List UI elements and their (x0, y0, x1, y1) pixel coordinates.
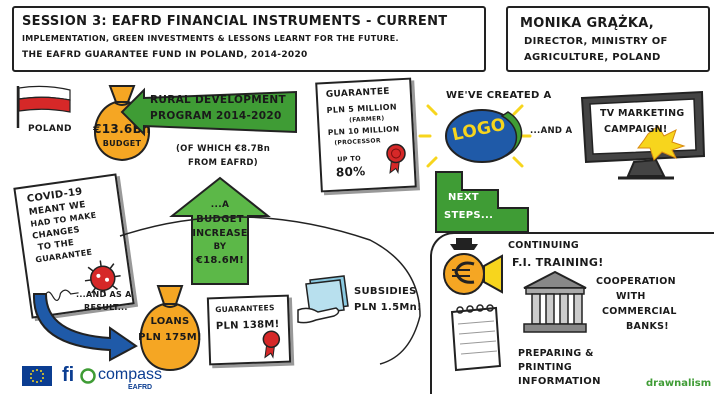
next-steps-line-2: STEPS... (444, 210, 494, 221)
budget-increase-arrow-icon (168, 176, 272, 290)
guarantee-document: GUARANTEE PLN 5 MILLION (FARMER) PLN 10 … (315, 77, 417, 193)
sparkle-burst-icon (418, 96, 532, 180)
speaker-role-2: AGRICULTURE, POLAND (524, 52, 661, 63)
fi-compass-compass: compass (98, 366, 163, 383)
virus-icon (80, 256, 126, 305)
as-result-line-2: RESULT... (84, 303, 128, 312)
covid-document: COVID-19 MEANT WE HAD TO MAKE CHANGES TO… (13, 173, 135, 319)
loans-amount: PLN 175M! (138, 332, 202, 343)
guarantee-farmer-label: (FARMER) (349, 115, 385, 124)
poland-label: POLAND (28, 124, 72, 134)
speaker-role-1: DIRECTOR, MINISTRY OF (524, 36, 668, 47)
rdp-line-2: PROGRAM 2014-2020 (150, 110, 282, 122)
guarantee-farmer-amount: PLN 5 MILLION (326, 102, 398, 116)
title-line-1: SESSION 3: EAFRD FINANCIAL INSTRUMENTS -… (22, 14, 448, 29)
eafrd-note-1: (OF WHICH €8.7Bn (176, 144, 271, 154)
fi-compass-sub: EAFRD (128, 384, 153, 391)
budget-arrow-line-2: BUDGET (196, 214, 244, 225)
printing-line-2: PRINTING (518, 362, 572, 373)
compass-circle-icon (80, 368, 96, 388)
title-box: SESSION 3: EAFRD FINANCIAL INSTRUMENTS -… (12, 6, 486, 72)
budget-arrow-line-5: €18.6M! (195, 255, 245, 266)
next-steps-line-1: NEXT (448, 192, 479, 203)
title-line-3: THE EAFRD GUARANTEE FUND IN POLAND, 2014… (22, 50, 308, 60)
printing-line-1: PREPARING & (518, 348, 594, 359)
guarantee-processor-label: (PROCESSOR (334, 137, 381, 147)
as-result-line-1: ...AND AS A (76, 290, 132, 299)
poland-flag-icon (14, 85, 74, 128)
training-line-2: F.I. TRAINING! (512, 256, 604, 269)
guarantees-seal-icon (260, 329, 283, 362)
guarantee-doc-title: GUARANTEE (325, 86, 390, 101)
tv-icon (578, 90, 708, 190)
loans-bag-icon (128, 282, 212, 376)
tv-line-2: CAMPAIGN! (604, 124, 668, 135)
trumpet-coin-icon (440, 238, 510, 302)
seal-icon (384, 142, 408, 177)
next-steps-shape-icon (432, 170, 532, 238)
signature-icon (41, 282, 81, 306)
budget-arrow-line-1: ...A (210, 200, 230, 210)
budget-arrow-line-3: INCREASE (192, 228, 248, 239)
speaker-name: MONIKA GRĄŻKA, (520, 16, 655, 31)
budget-arrow-line-4: BY (213, 242, 227, 252)
printing-line-3: INFORMATION (518, 376, 601, 387)
guarantee-percent: 80% (335, 164, 366, 180)
fi-compass-fi: fi (62, 364, 75, 386)
budget-label: BUDGET (102, 139, 142, 148)
speaker-box: MONIKA GRĄŻKA, DIRECTOR, MINISTRY OF AGR… (506, 6, 710, 72)
subsidies-title: SUBSIDIES (354, 286, 417, 297)
logo-badge-icon (440, 106, 524, 170)
guarantees-document: GUARANTEES PLN 138M! (206, 294, 292, 366)
rdp-line-1: RURAL DEVELOPMENT (150, 94, 286, 106)
eu-flag-icon (22, 366, 52, 390)
artist-signature: drawnalism (646, 378, 712, 389)
fi-compass-logo: fi compass EAFRD (62, 362, 172, 396)
created-text: WE'VE CREATED A (446, 90, 552, 101)
coop-line-4: BANKS! (626, 321, 669, 332)
guarantee-processor-amount: PLN 10 MILLION (327, 124, 400, 137)
training-line-1: CONTINUING (508, 240, 579, 251)
guarantee-up-to: UP TO (337, 154, 362, 164)
coop-line-1: COOPERATION (596, 276, 676, 287)
loans-label: LOANS (150, 316, 190, 327)
eafrd-note-2: FROM EAFRD) (188, 158, 258, 168)
connector-swoosh (119, 206, 440, 370)
coop-line-3: COMMERCIAL (602, 306, 677, 317)
cash-hand-icon (296, 272, 352, 332)
blue-curved-arrow-icon (32, 290, 140, 364)
coop-line-2: WITH (616, 291, 646, 302)
and-a-text: ...AND A (530, 126, 573, 136)
bank-building-icon (520, 270, 590, 340)
next-steps-frame (430, 232, 714, 394)
subsidies-amount: PLN 1.5Mn! (354, 302, 422, 313)
notepad-icon (444, 304, 504, 376)
title-line-2: IMPLEMENTATION, GREEN INVESTMENTS & LESS… (22, 34, 399, 43)
tv-line-1: TV MARKETING (600, 108, 685, 119)
rdp-arrow-icon (120, 86, 298, 138)
